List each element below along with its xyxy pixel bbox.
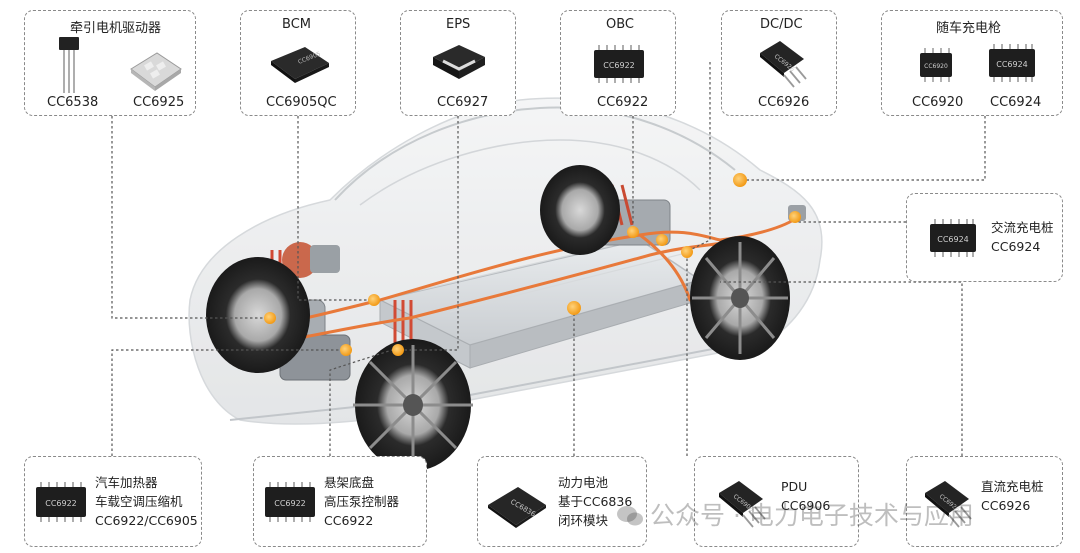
component-markers [264,173,801,356]
marker-dcdc [656,234,668,246]
soic-chip-icon: CC6922 [36,482,86,522]
box-heater-compressor: CC6922 汽车加热器 车载空调压缩机 CC6922/CC6905 [24,456,202,547]
box-line: CC6926 [981,498,1031,513]
chip-label-cc6926: CC6926 [758,95,810,110]
marker-battery [567,301,581,315]
marker-ac-pile [789,211,801,223]
box-line: 基于CC6836 [558,494,633,509]
box-title: OBC [606,17,634,32]
dfn-chip-icon [130,52,182,91]
chip-marking: CC6922 [274,499,306,508]
box-line: 悬架底盘 [324,475,375,490]
box-line: CC6924 [991,239,1041,254]
qfn-chip-icon: CC6905 [271,47,329,83]
chip-label-cc6925: CC6925 [133,95,185,110]
box-charging-gun: 随车充电枪 CC6920 CC6924 CC6920 CC6924 [881,10,1063,116]
marker-eps [392,344,404,356]
chip-label-cc6905qc: CC6905QC [266,95,337,110]
marker-bcm [368,294,380,306]
box-title: 随车充电枪 [936,21,1002,36]
box-title: EPS [446,17,471,32]
box-pdu: CC6906 PDU CC6906 [694,456,859,547]
box-bcm: BCM CC6905 CC6905QC [240,10,356,116]
msop-chip-icon: CC6920 [920,48,952,82]
box-line: CC6906 [781,498,831,513]
box-line: 动力电池 [558,475,609,490]
wechat-icon [617,506,643,526]
box-power-battery: CC6836 动力电池 基于CC6836 闭环模块 [477,456,647,547]
chip-label-cc6538: CC6538 [47,95,99,110]
box-line: 闭环模块 [558,513,609,528]
chip-marking: CC6924 [996,60,1028,69]
box-title: 牵引电机驱动器 [70,21,162,36]
chip-label-cc6920: CC6920 [912,95,964,110]
box-ac-charging-pile: CC6924 交流充电桩 CC6924 [906,193,1063,282]
qfn-chip-icon: CC6836 [488,487,546,528]
to263-chip-icon: CC6926 [925,481,972,528]
chip-marking: CC6924 [937,235,969,244]
watermark: 公众号 · 电力电子技术与应用 [650,501,974,530]
marker-pdu [681,246,693,258]
box-line: 汽车加热器 [95,475,158,490]
box-line: PDU [781,479,808,494]
box-suspension-pump: CC6922 悬架底盘 高压泵控制器 CC6922 [253,456,427,547]
soic-chip-icon: CC6924 [930,219,976,257]
chip-marking: CC6920 [924,63,948,70]
box-line: 车载空调压缩机 [95,494,183,509]
box-title: BCM [282,17,311,32]
box-traction-motor-driver: 牵引电机驱动器 CC6538 CC6925 [24,10,196,116]
soic-chip-icon: CC6924 [989,44,1035,82]
box-text: 交流充电桩 CC6924 [991,218,1054,256]
box-text: PDU CC6906 [781,477,830,515]
box-line: 直流充电桩 [981,479,1044,494]
marker-gun [733,173,747,187]
marker-traction [264,312,276,324]
box-text: 汽车加热器 车载空调压缩机 CC6922/CC6905 [95,473,198,530]
to263-chip-icon: CC6906 [719,481,766,528]
leader-lines [111,62,986,456]
soic-chip-icon: CC6922 [265,482,315,522]
box-line: CC6922/CC6905 [95,513,198,528]
box-eps: EPS CC6927 [400,10,516,116]
box-text: 动力电池 基于CC6836 闭环模块 [558,473,632,530]
wheels [206,165,790,471]
chip-label-cc6922: CC6922 [597,95,649,110]
power-package-icon [433,45,485,79]
soic-chip-icon: CC6922 [594,45,644,83]
box-obc: OBC CC6922 CC6922 [560,10,676,116]
box-text: 悬架底盘 高压泵控制器 CC6922 [324,473,399,530]
chip-marking: CC6922 [603,61,635,70]
box-title: DC/DC [760,17,803,32]
chip-marking: CC6922 [45,499,77,508]
box-line: 交流充电桩 [991,220,1054,235]
to263-chip-icon: CC6926 [760,41,807,88]
chip-label-cc6927: CC6927 [437,95,489,110]
box-line: 高压泵控制器 [324,494,400,509]
box-text: 直流充电桩 CC6926 [981,477,1044,515]
chip-label-cc6924: CC6924 [990,95,1042,110]
marker-obc [627,226,639,238]
box-line: CC6922 [324,513,374,528]
box-dcdc: DC/DC CC6926 CC6926 [721,10,837,116]
marker-heater [340,344,352,356]
box-dc-charging-pile: CC6926 直流充电桩 CC6926 [906,456,1063,547]
to92-chip-icon [59,37,79,93]
